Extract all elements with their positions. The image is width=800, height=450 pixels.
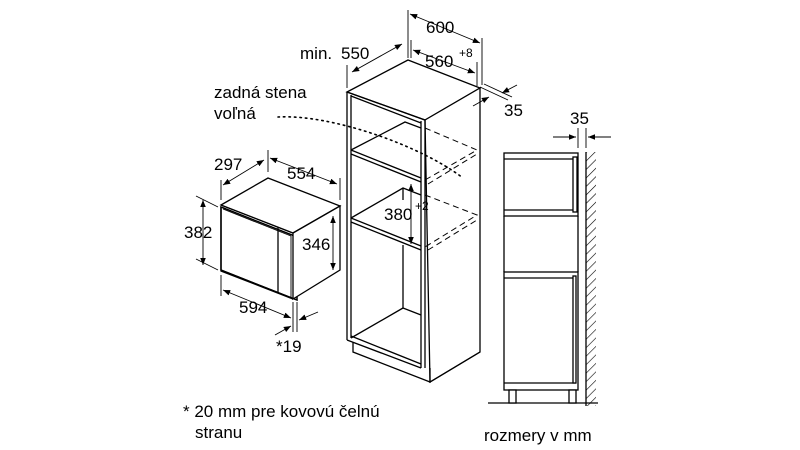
dim-microwave-height-outer: 382 [184,223,212,242]
cabinet-dimensions [346,10,518,244]
dim-outer-width: 600 [426,18,454,37]
dim-niche-width-tolerance: +8 [459,46,473,60]
dim-microwave-height-inner: 346 [302,235,330,254]
dim-wall-gap: 35 [570,109,589,128]
rear-wall-leader-line [277,116,464,179]
dim-microwave-width-front: 594 [239,298,267,317]
rear-wall-note-line1: zadná stena [214,83,307,102]
microwave-dimensions [195,150,341,336]
side-view-drawing [488,152,598,406]
dim-rear-gap: 35 [504,101,523,120]
dim-min-depth-prefix: min. [300,44,332,63]
footnote-line2: stranu [195,423,242,442]
footnote-line1: * 20 mm pre kovovú čelnú [183,402,380,421]
dim-microwave-front-offset: *19 [276,337,302,356]
microwave-drawing [219,177,342,301]
dim-min-depth: 550 [341,44,369,63]
tall-cabinet-drawing [345,59,482,384]
rear-wall-note-line2: voľná [214,104,256,123]
dim-niche-height-tolerance: +2 [415,199,429,213]
units-note: rozmery v mm [484,426,592,445]
dim-niche-height: 380 [384,205,412,224]
dim-microwave-depth: 297 [214,155,242,174]
side-view-dimensions [553,128,611,148]
dim-microwave-width-top: 554 [287,164,315,183]
dim-niche-width: 560 [425,52,453,71]
